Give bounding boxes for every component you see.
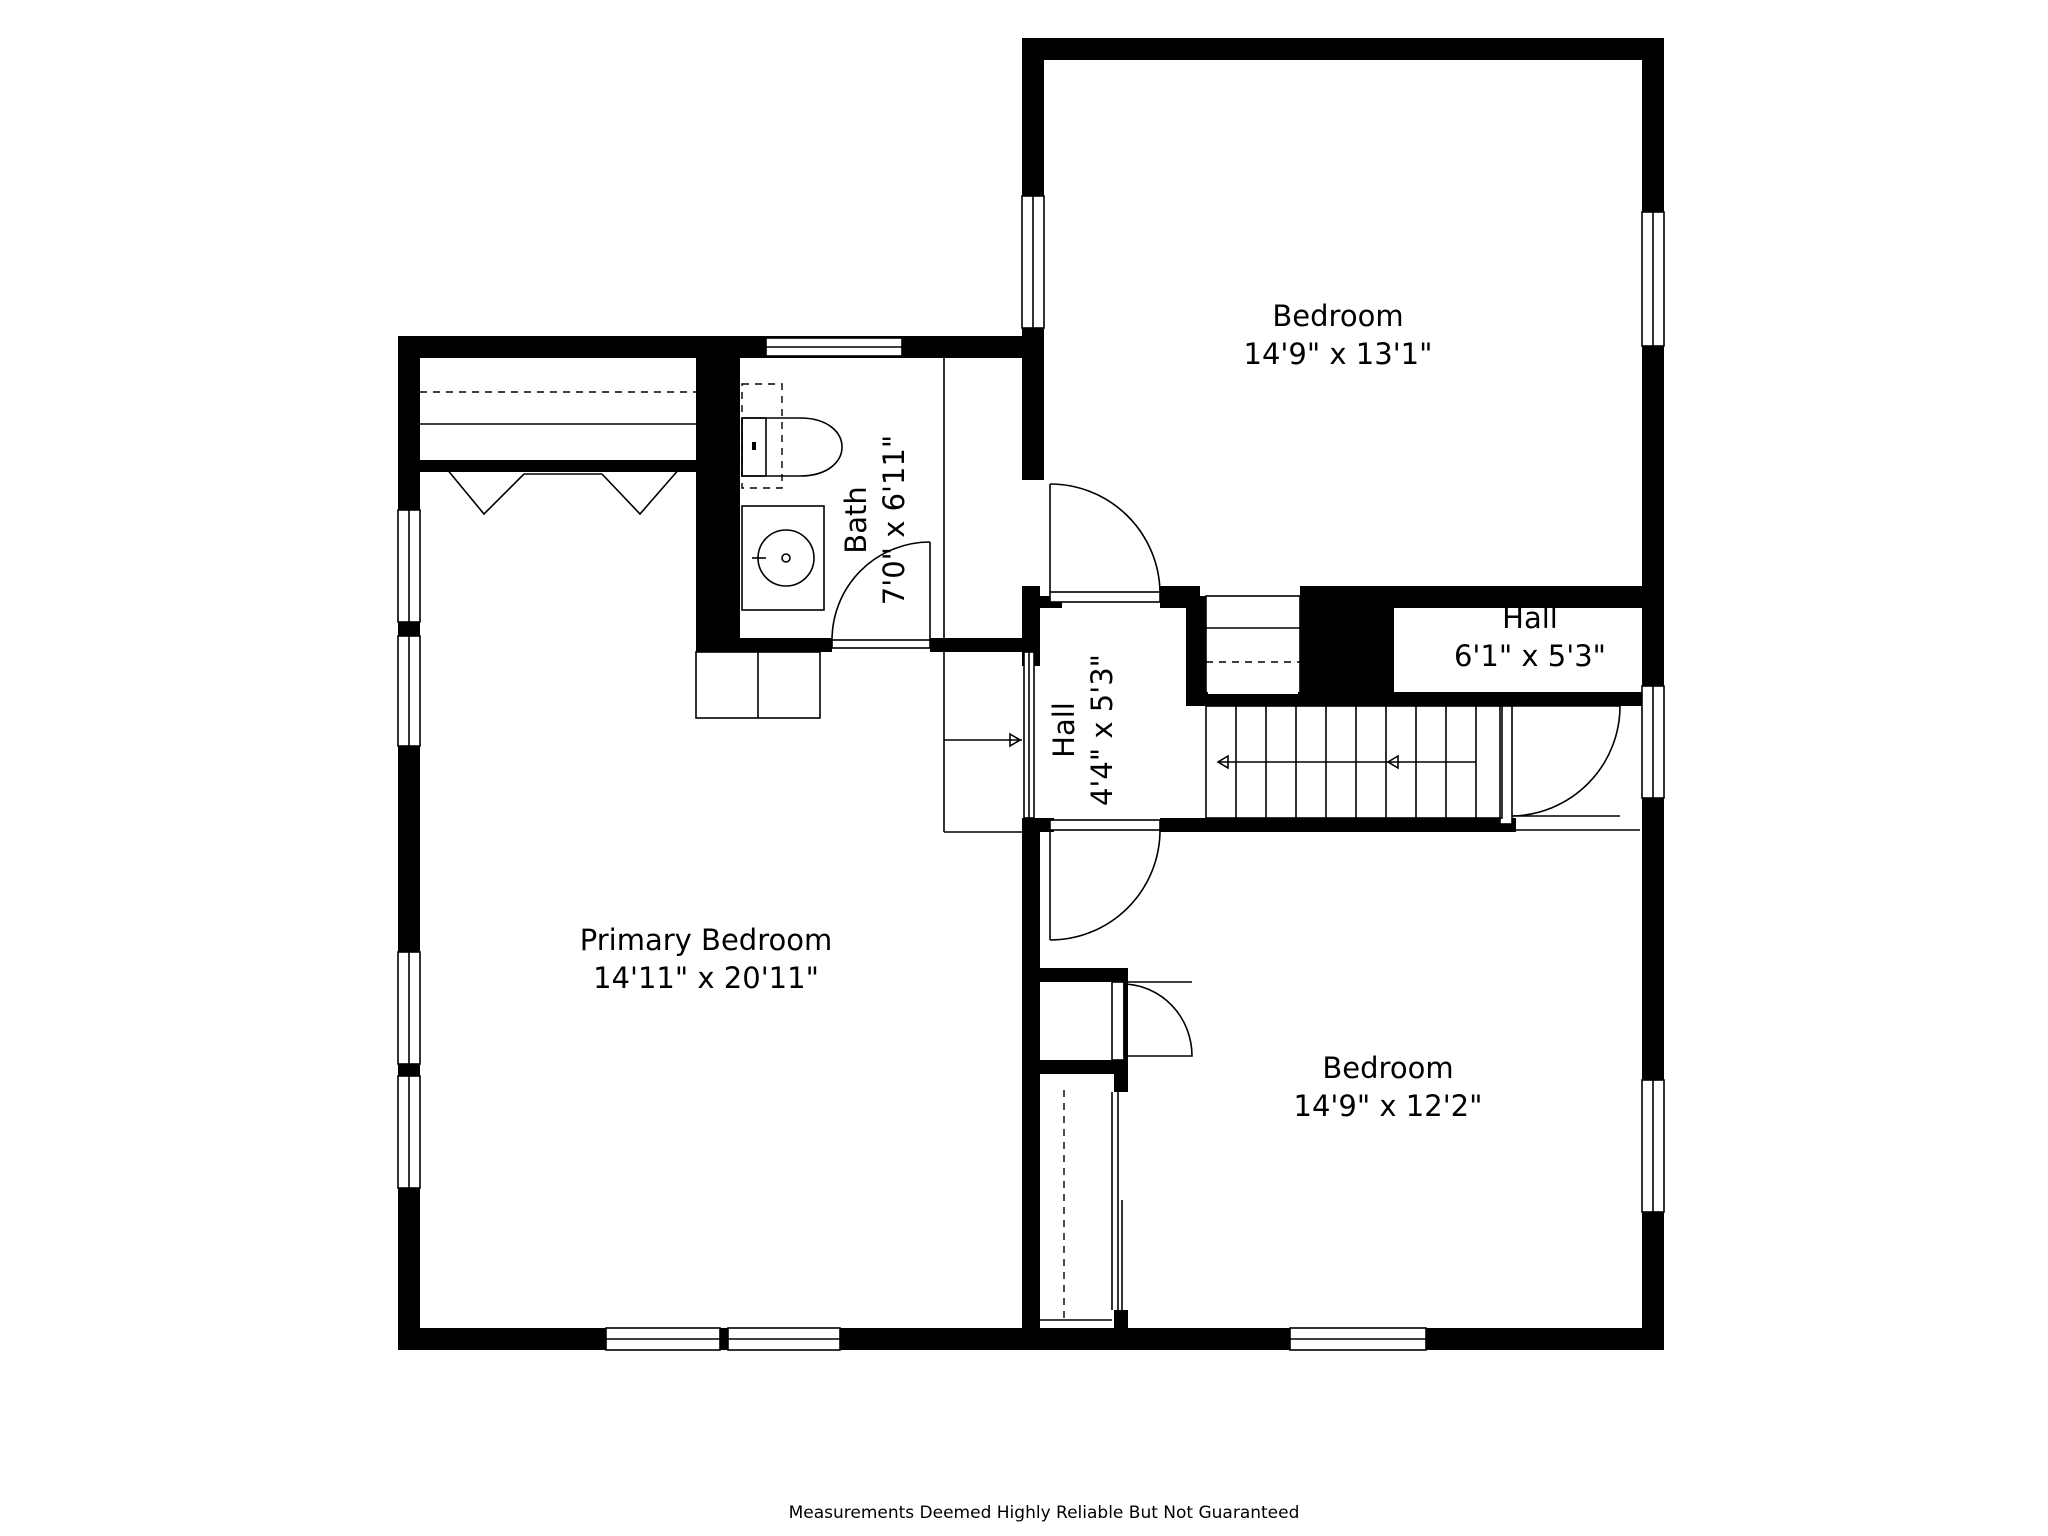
toilet-bowl-icon [741, 417, 843, 477]
stairs [1205, 595, 1503, 819]
bifold-door-left [445, 467, 525, 516]
stair-arrow-icon-2 [1386, 754, 1399, 770]
bath-fixtures [741, 358, 945, 649]
closet-top-left [420, 391, 724, 516]
room-name-bedroom-top: Bedroom [1272, 299, 1403, 333]
wall-left-side [398, 336, 420, 1350]
wall-bath-bottom-right [930, 638, 1026, 652]
door-top-bedroom-swing [1049, 483, 1161, 593]
wall-top-bedroom-left-lower [1022, 340, 1044, 480]
room-dims-bedroom-top: 14'9" x 13'1" [1244, 337, 1433, 371]
room-name-hall-center: Hall [1047, 702, 1081, 758]
wall-closet-lower-top [1040, 968, 1128, 982]
stair-arrow-icon [1216, 754, 1229, 770]
wall-hall-bottom [1160, 818, 1516, 832]
door-bottom-bedroom-frame [1049, 819, 1161, 831]
sink-vanity [741, 505, 825, 611]
room-dims-hall-center: 4'4" x 5'3" [1085, 654, 1119, 806]
wall-hall-bottom-left [1022, 818, 1054, 832]
room-dims-primary-bedroom: 14'11" x 20'11" [593, 961, 819, 995]
room-dims-hall-right: 6'1" x 5'3" [1454, 639, 1606, 673]
door-closet-lower-frame [1111, 981, 1125, 1061]
door-hall-right-swing [1511, 705, 1621, 817]
wall-bath-left [696, 358, 740, 652]
wall-closet-lower-right3 [1114, 1310, 1128, 1332]
room-name-primary-bedroom: Primary Bedroom [580, 923, 832, 957]
windows [397, 195, 1665, 1351]
room-labels: Bedroom 14'9" x 13'1" Hall 6'1" x 5'3" B… [580, 299, 1606, 1123]
wall-bath-bottom [696, 638, 832, 652]
wall-center-vertical-upper [1022, 586, 1040, 666]
bath-door-frame [831, 639, 931, 649]
room-dims-bath: 7'0" x 6'11" [877, 435, 911, 605]
wall-closet-lower-mid [1040, 1060, 1128, 1074]
wall-closet-lower-right2 [1114, 1060, 1128, 1092]
door-top-bedroom-frame [1049, 591, 1161, 603]
door-hall-right-frame [1499, 705, 1513, 825]
bifold-door-right [601, 467, 681, 516]
wall-stair-block [1300, 596, 1394, 706]
room-dims-bedroom-bottom: 14'9" x 12'2" [1294, 1089, 1483, 1123]
wall-center-vertical-lower [1022, 818, 1040, 1350]
sink-basin-icon [757, 529, 815, 587]
wall-stair-block-left [1186, 596, 1206, 706]
stair-landing-upper [1205, 595, 1301, 697]
room-name-bedroom-bottom: Bedroom [1322, 1051, 1453, 1085]
disclaimer-text: Measurements Deemed Highly Reliable But … [789, 1503, 1300, 1523]
stair-run [1205, 705, 1503, 819]
bath-door-swing [831, 541, 931, 641]
door-closet-lower-swing [1123, 982, 1193, 1057]
wall-top-bedroom-top [1022, 38, 1664, 60]
doors [1040, 483, 1640, 1321]
wall-left-top [398, 336, 1044, 358]
room-name-hall-right: Hall [1502, 601, 1558, 635]
room-name-bath: Bath [839, 486, 873, 553]
corridor-details [695, 651, 1035, 833]
wall-hall-right-bottom [1390, 692, 1664, 706]
door-bottom-bedroom-swing [1049, 829, 1161, 941]
toilet-tank [741, 383, 783, 489]
